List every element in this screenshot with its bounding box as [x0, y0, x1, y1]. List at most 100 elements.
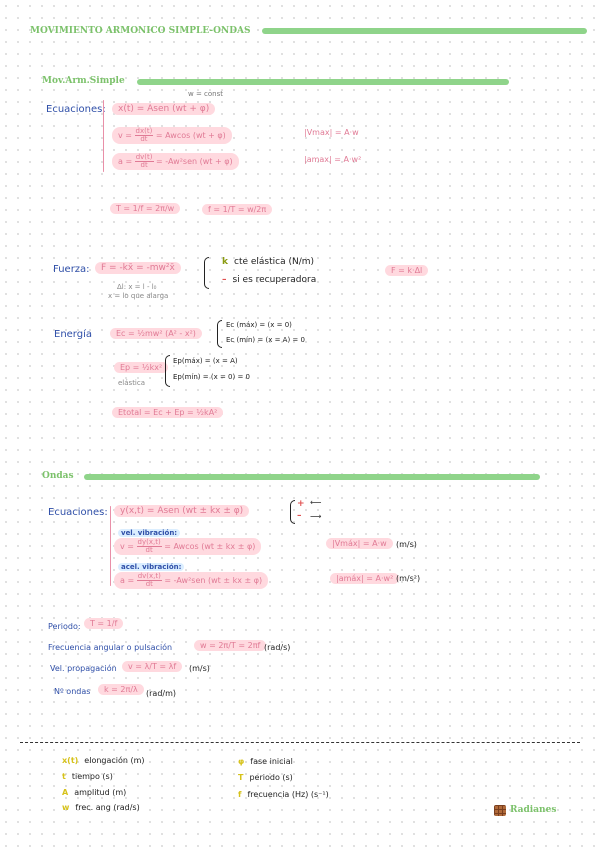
- legend-text-freq: frecuencia (Hz) (s⁻¹): [247, 790, 329, 799]
- ondas-eq-a-den: dt: [145, 580, 153, 588]
- ep-min: Ep(mín) = (x = 0) = 0: [173, 373, 250, 381]
- ondas-eq-v-num: dy(x,t): [136, 538, 162, 547]
- sign-brace: [290, 500, 295, 524]
- arrow-right-icon: ⟶: [310, 512, 322, 521]
- legend-text-phi: fase inicial: [250, 757, 293, 766]
- vprop-label: Vel. propagación: [50, 664, 117, 673]
- eq-a-den: dt: [140, 161, 148, 169]
- legend-item-w: w frec. ang (rad/s): [62, 803, 140, 812]
- force-note-2: x = lo que alarga: [108, 292, 169, 300]
- ondas-eq-a-num: dv(x,t): [136, 572, 162, 581]
- section-title-ondas: Ondas: [42, 471, 74, 481]
- eq-v-right: = Awcos (wt + φ): [155, 131, 226, 140]
- legend-sym-period: T: [238, 773, 244, 782]
- eq-vmax: |Vmax| = A·w: [304, 128, 359, 137]
- legend-sym-x: x(t): [62, 756, 79, 765]
- periodo-eq: T = 1/f: [84, 618, 124, 629]
- eq-v-num: dx(t): [134, 127, 154, 136]
- mas-equations-brace: [103, 100, 104, 172]
- nondas-eq: k = 2π/λ: [98, 684, 144, 695]
- ec-max: Ec (máx) = (x = 0): [226, 321, 292, 329]
- legend-item-freq: f frecuencia (Hz) (s⁻¹): [238, 790, 329, 799]
- eq-period: T = 1/f = 2π/w: [110, 203, 181, 214]
- vel-vibracion-label: vel. vibración:: [118, 529, 181, 537]
- force-k-item: k cte elástica (N/m): [222, 257, 314, 267]
- section-bar-mas: [137, 79, 509, 85]
- legend-item-t: t tiempo (s): [62, 772, 113, 781]
- acel-vibracion-label: acel. vibración:: [118, 563, 185, 571]
- frec-unit: (rad/s): [264, 643, 291, 652]
- ondas-eq-vmax: |Vmáx| = A·w: [326, 538, 393, 549]
- legend-text-w: frec. ang (rad/s): [75, 803, 140, 812]
- eq-y: y(x,t) = Asen (wt ± kx ± φ): [114, 505, 250, 517]
- eq-v: v = dx(t)dt = Awcos (wt + φ): [112, 127, 232, 144]
- vprop-eq: v = λ/T = λf: [122, 661, 183, 672]
- vprop-unit: (m/s): [189, 664, 210, 673]
- ondas-eq-v: v = dy(x,t)dt = Awcos (wt ± kx ± φ): [114, 538, 262, 555]
- force-k-text: cte elástica (N/m): [234, 257, 315, 267]
- eq-a-num: dv(t): [134, 153, 154, 162]
- arrow-left-icon: ⟵: [310, 498, 322, 507]
- nondas-label: Nº ondas: [54, 687, 91, 696]
- ondas-eq-v-left: v =: [120, 542, 134, 551]
- legend-text-t: tiempo (s): [71, 772, 113, 781]
- legend-text-period: periodo (s): [249, 773, 293, 782]
- force-k-symbol: k: [222, 257, 228, 267]
- mas-equations-label: Ecuaciones:: [46, 104, 106, 115]
- ondas-eq-amax: |amáx| = A·w²: [330, 573, 400, 584]
- w-const-note: w = const: [188, 90, 223, 98]
- ondas-equations-brace: [110, 506, 111, 586]
- force-minus-text: si es recuperadora: [232, 275, 317, 285]
- ec-min: Ec (mín) = (x = A) = 0: [226, 336, 305, 344]
- eq-a: a = dv(t)dt = -Aw²sen (wt + φ): [112, 153, 239, 170]
- ep-note: elástica: [118, 379, 146, 387]
- force-brace: [204, 257, 209, 289]
- ep-max: Ep(máx) = (x = A): [173, 357, 238, 365]
- force-minus-symbol: –: [222, 275, 227, 285]
- eq-v-den: dt: [140, 135, 148, 143]
- legend-sym-phi: φ: [238, 757, 245, 766]
- footer-badge: Radianes: [510, 805, 557, 815]
- sign-minus: –: [297, 511, 302, 521]
- legend-item-phi: φ fase inicial: [238, 757, 293, 766]
- legend-sym-t: t: [62, 772, 66, 781]
- legend-text-a: amplitud (m): [74, 788, 127, 797]
- force-minus-item: –si es recuperadora: [222, 275, 316, 285]
- force-note-1: Δl: x = l - l₀: [117, 283, 157, 291]
- force-eq: F = -kx̄ = -mw²x̄: [95, 262, 181, 274]
- section-bar-ondas: [84, 474, 540, 480]
- ondas-eq-amax-unit: (m/s²): [396, 574, 421, 583]
- legend-sym-freq: f: [238, 790, 242, 799]
- eq-amax: |amax| = A·w²: [304, 155, 362, 164]
- legend-text-x: elongación (m): [84, 756, 145, 765]
- nondas-unit: (rad/m): [146, 689, 176, 698]
- ondas-eq-a-left: a =: [120, 576, 135, 585]
- ep-brace: [165, 355, 170, 387]
- ondas-eq-v-right: = Awcos (wt ± kx ± φ): [164, 542, 256, 551]
- ondas-eq-a-right: = -Aw²sen (wt ± kx ± φ): [164, 576, 263, 585]
- legend-item-x: x(t) elongación (m): [62, 756, 145, 765]
- header-bar: [262, 28, 587, 34]
- page-title: MOVIMIENTO ARMONICO SIMPLE-ONDAS: [30, 26, 251, 36]
- ondas-eq-v-den: dt: [145, 546, 153, 554]
- ec-eq: Ec = ½mw² (A² - x²): [110, 328, 202, 339]
- legend-sym-w: w: [62, 803, 70, 812]
- eq-a-right: = -Aw²sen (wt + φ): [156, 157, 233, 166]
- legend-divider: [20, 742, 580, 743]
- ep-eq: Ep = ½kx²: [114, 362, 169, 373]
- periodo-label: Periodo:: [48, 622, 81, 631]
- eq-a-left: a =: [118, 157, 133, 166]
- eq-v-left: v =: [118, 131, 132, 140]
- ondas-equations-label: Ecuaciones:: [48, 507, 108, 518]
- section-title-mas: Mov.Arm.Simple: [42, 76, 125, 86]
- eq-freq: f = 1/T = w/2π: [202, 204, 273, 215]
- ondas-eq-vmax-unit: (m/s): [396, 540, 417, 549]
- legend-sym-a: A: [62, 788, 69, 797]
- frec-eq: w = 2π/T = 2πf: [194, 640, 267, 651]
- sign-plus: +: [297, 499, 305, 509]
- ec-brace: [217, 320, 222, 348]
- energy-label: Energía: [54, 329, 92, 340]
- force-alt-eq: F = k·Δl: [385, 265, 429, 276]
- force-label: Fuerza:: [53, 264, 90, 275]
